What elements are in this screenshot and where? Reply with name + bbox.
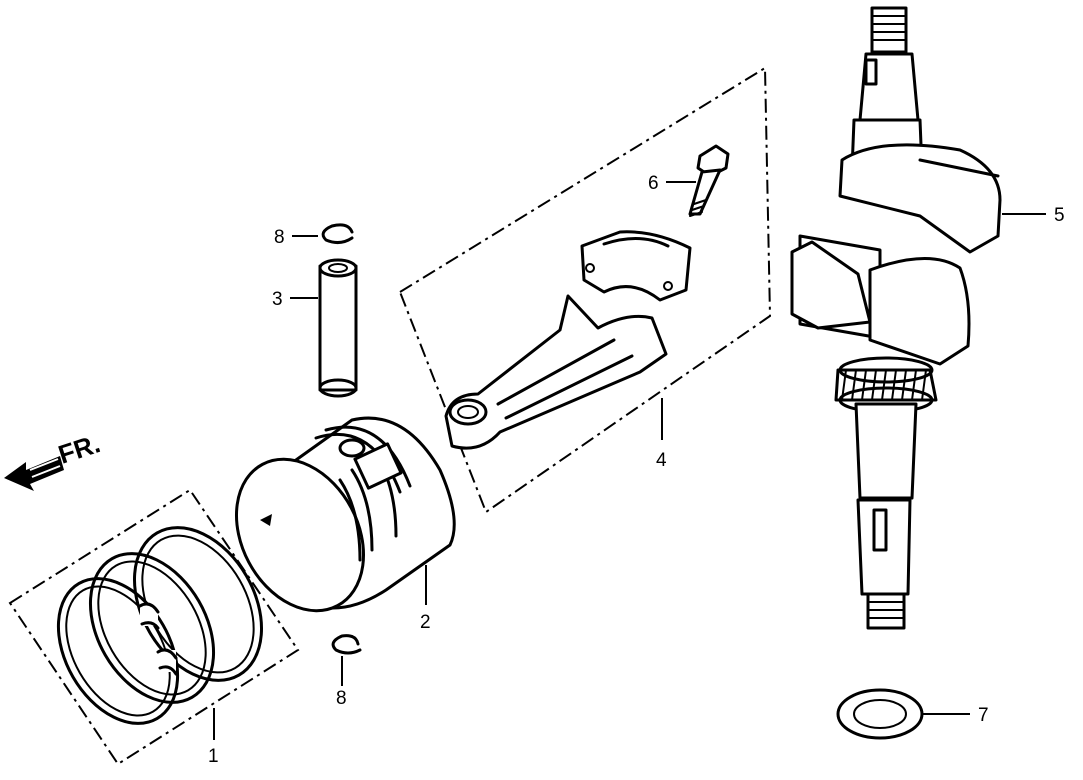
connecting-rod [398, 66, 772, 514]
pin-clip-top [321, 223, 354, 245]
piston-ring-set [8, 488, 300, 766]
crown-arrow-mark [260, 514, 272, 526]
second-ring [88, 552, 216, 704]
callout-7: 7 [978, 705, 989, 726]
leader-lines [213, 181, 1046, 740]
piston-pin [318, 258, 358, 398]
callout-8-top: 8 [274, 227, 285, 248]
rod-cap [580, 230, 692, 302]
piston [234, 416, 456, 613]
callout-3: 3 [272, 289, 283, 310]
oil-ring [132, 526, 264, 682]
crankshaft [790, 6, 1002, 630]
callout-8-bottom: 8 [336, 688, 347, 709]
ring-set-dashed-box [8, 488, 300, 766]
top-ring [56, 577, 180, 725]
callout-1: 1 [208, 746, 219, 767]
pin-boss [353, 442, 403, 490]
pin-clip-bottom [331, 634, 362, 655]
rod-bolt [688, 144, 730, 217]
front-arrow-icon [4, 456, 64, 491]
callout-6: 6 [648, 173, 659, 194]
front-direction-label: FR. [55, 428, 104, 469]
callout-4: 4 [656, 450, 667, 471]
callout-5: 5 [1054, 205, 1065, 226]
washer [836, 688, 924, 740]
callout-2: 2 [420, 612, 431, 633]
small-end [448, 398, 488, 426]
piston-crown [234, 457, 366, 613]
